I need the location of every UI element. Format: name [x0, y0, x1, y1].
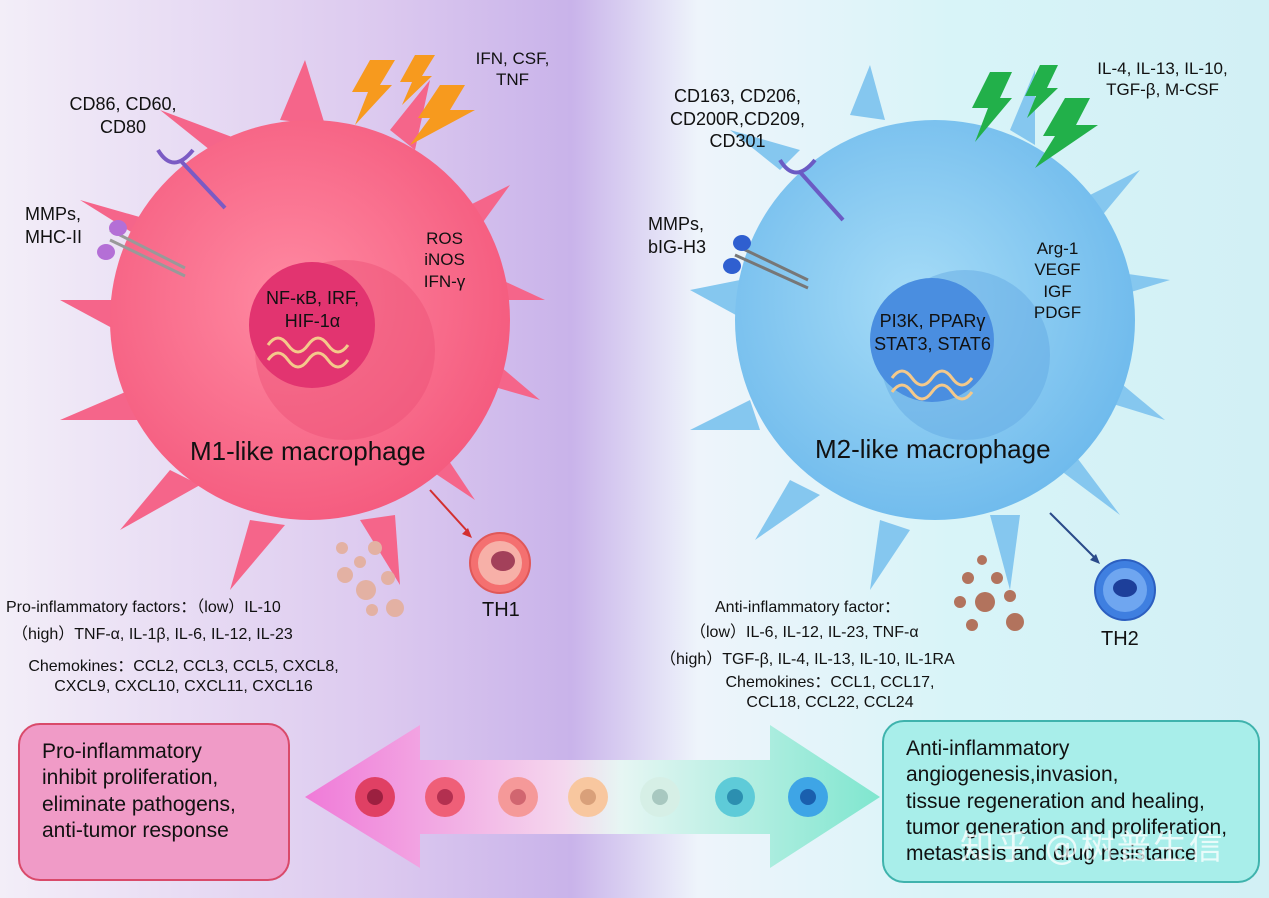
m1-th1-arrow [429, 489, 472, 538]
m2-title: M2-like macrophage [815, 434, 1051, 464]
m2-summary-box: Anti-inflammatory angiogenesis,invasion,… [882, 720, 1260, 883]
m1-summary-box: Pro-inflammatory inhibit proliferation, … [18, 723, 290, 881]
m2-receptor-label: CD163, CD206, CD200R,CD209, CD301 [669, 86, 806, 151]
m2-dna-icon [890, 369, 974, 401]
m1-stimuli-label: IFN, CSF, TNF [475, 49, 550, 90]
m2-stimuli-label: IL-4, IL-13, IL-10, TGF-β, M-CSF [1097, 59, 1228, 100]
m1-factors-high: （high）TNF-α, IL-1β, IL-6, IL-12, IL-23 [12, 626, 293, 643]
m1-receptor-label: CD86, CD60, CD80 [69, 94, 177, 137]
polarization-cell-sequence [355, 777, 828, 817]
m1-chemokines: Chemokines：CCL2, CCL3, CCL5, CXCL8, CXCL… [28, 658, 339, 695]
m2-mmps-label: MMPs, bIG-H3 [648, 214, 707, 257]
m2-nucleus-label: PI3K, PPARγ STAT3, STAT6 [874, 311, 991, 354]
th2-cell-icon [1094, 559, 1156, 621]
m1-factors-title: Pro-inflammatory factors：（low）IL-10 [6, 599, 281, 616]
m2-factors-low: （low）IL-6, IL-12, IL-23, TNF-α [690, 624, 919, 641]
th2-label: TH2 [1101, 628, 1139, 650]
m2-secreted-vesicles [954, 555, 1024, 631]
m2-factors-high: （high）TGF-β, IL-4, IL-13, IL-10, IL-1RA [660, 651, 955, 668]
m2-cell-spikes [690, 65, 1170, 590]
m2-th2-arrow [1049, 512, 1100, 564]
m2-mmps-icon [723, 235, 809, 290]
m2-products-label: Arg-1 VEGF IGF PDGF [1033, 239, 1082, 322]
m1-nucleus [249, 262, 375, 388]
m1-dna-icon [266, 336, 350, 369]
m1-mmps-label: MMPs, MHC-II [25, 204, 82, 247]
m1-nucleus-label: NF-κB, IRF, HIF-1α [266, 288, 359, 331]
m2-stimulus-bolt-icon [972, 65, 1098, 168]
m1-title: M1-like macrophage [190, 436, 426, 466]
th1-cell-icon [469, 532, 531, 594]
m1-products-label: ROS iNOS IFN-γ [423, 229, 466, 291]
th1-label: TH1 [482, 599, 520, 621]
m1-stimulus-bolt-icon [352, 55, 475, 145]
m2-chemokines: Chemokines：CCL1, CCL17, CCL18, CCL22, CC… [725, 674, 935, 711]
m1-secreted-vesicles [336, 541, 404, 617]
m1-mmps-icon [97, 220, 186, 278]
m2-factors-title: Anti-inflammatory factor： [715, 599, 900, 616]
m2-receptor-icon [778, 158, 845, 222]
watermark: 知乎 @树普生信 [960, 828, 1225, 868]
m1-receptor-icon [156, 148, 227, 210]
